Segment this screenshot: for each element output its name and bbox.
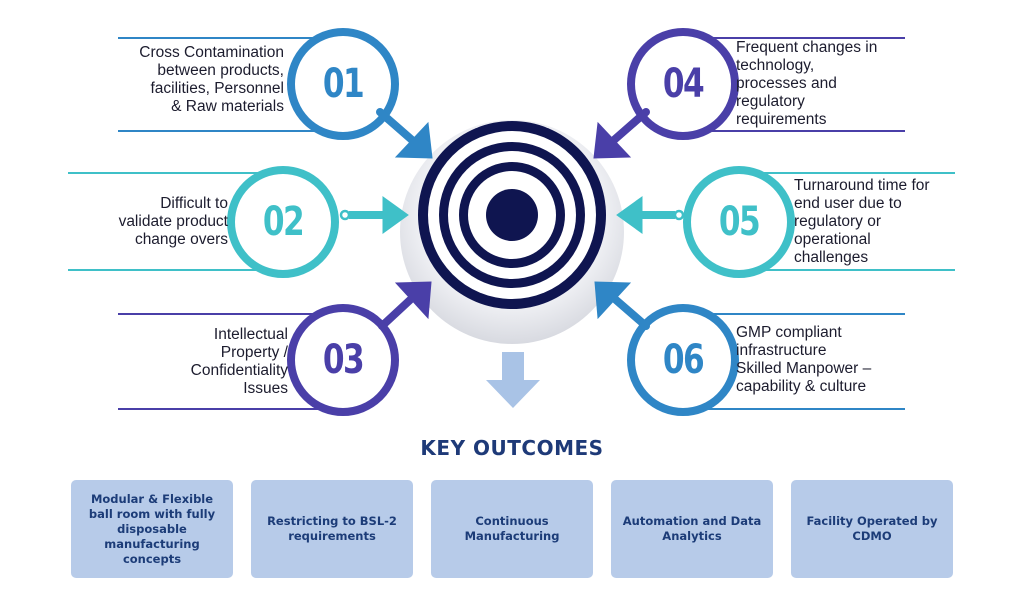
- label-line: infrastructure: [736, 342, 827, 359]
- label-line: operational: [794, 231, 871, 248]
- challenge-label-04: Frequent changes in technology, processe…: [736, 39, 877, 129]
- target-graphic: [400, 120, 624, 344]
- arrows: [339, 108, 685, 330]
- arrow-01: [376, 108, 433, 159]
- outcome-box-1: Modular & Flexible ball room with fully …: [71, 480, 233, 578]
- outcome-box-5: Facility Operated by CDMO: [791, 480, 953, 578]
- label-line: technology,: [736, 57, 815, 74]
- label-line: Property /: [220, 344, 288, 361]
- label-line: end user due to: [794, 195, 902, 212]
- label-line: processes and: [736, 75, 837, 92]
- challenge-label-06: GMP compliant infrastructure Skilled Man…: [736, 324, 871, 396]
- arrow-05: [616, 196, 685, 234]
- guide-lines: [68, 37, 955, 410]
- label-line: Turnaround time for: [794, 177, 930, 194]
- label-line: requirements: [736, 111, 827, 128]
- outcome-box-3: Continuous Manufacturing: [431, 480, 593, 578]
- label-line: & Raw materials: [171, 98, 284, 115]
- challenge-label-03: Intellectual Property / Confidentiality …: [191, 326, 288, 398]
- challenge-number-06: 06: [662, 337, 705, 383]
- label-line: regulatory: [736, 93, 805, 110]
- label-line: Frequent changes in: [736, 39, 878, 56]
- key-outcomes-title: KEY OUTCOMES: [420, 436, 604, 460]
- arrow-02: [339, 196, 409, 234]
- label-line: validate product: [118, 213, 228, 230]
- outcome-box-2: Restricting to BSL-2 requirements: [251, 480, 413, 578]
- label-line: regulatory or: [794, 213, 882, 230]
- label-line: change overs: [134, 231, 228, 248]
- challenge-number-02: 02: [262, 199, 305, 245]
- challenge-number-03: 03: [322, 337, 365, 383]
- label-line: Cross Contamination: [139, 44, 284, 61]
- label-line: between products,: [157, 62, 284, 79]
- number-rings: [227, 28, 795, 416]
- label-line: capability & culture: [736, 378, 867, 395]
- challenge-label-05: Turnaround time for end user due to regu…: [794, 177, 930, 267]
- label-line: challenges: [794, 249, 869, 266]
- label-line: Difficult to: [160, 195, 228, 212]
- challenge-label-01: Cross Contamination between products, fa…: [139, 44, 284, 116]
- challenge-number-05: 05: [718, 199, 761, 245]
- challenge-number-01: 01: [322, 61, 365, 107]
- challenge-label-02: Difficult to validate product change ove…: [119, 195, 228, 249]
- label-line: Intellectual: [213, 326, 288, 343]
- label-line: Skilled Manpower –: [736, 360, 872, 377]
- outcome-box-4: Automation and Data Analytics: [611, 480, 773, 578]
- arrow-06: [594, 281, 650, 330]
- arrow-03: [378, 281, 432, 330]
- challenge-number-04: 04: [662, 61, 705, 107]
- label-line: facilities, Personnel: [150, 80, 284, 97]
- down-arrow: [486, 352, 540, 408]
- label-line: Confidentiality: [190, 362, 288, 379]
- label-line: GMP compliant: [736, 324, 842, 341]
- arrow-04: [593, 108, 650, 159]
- label-line: Issues: [243, 380, 288, 397]
